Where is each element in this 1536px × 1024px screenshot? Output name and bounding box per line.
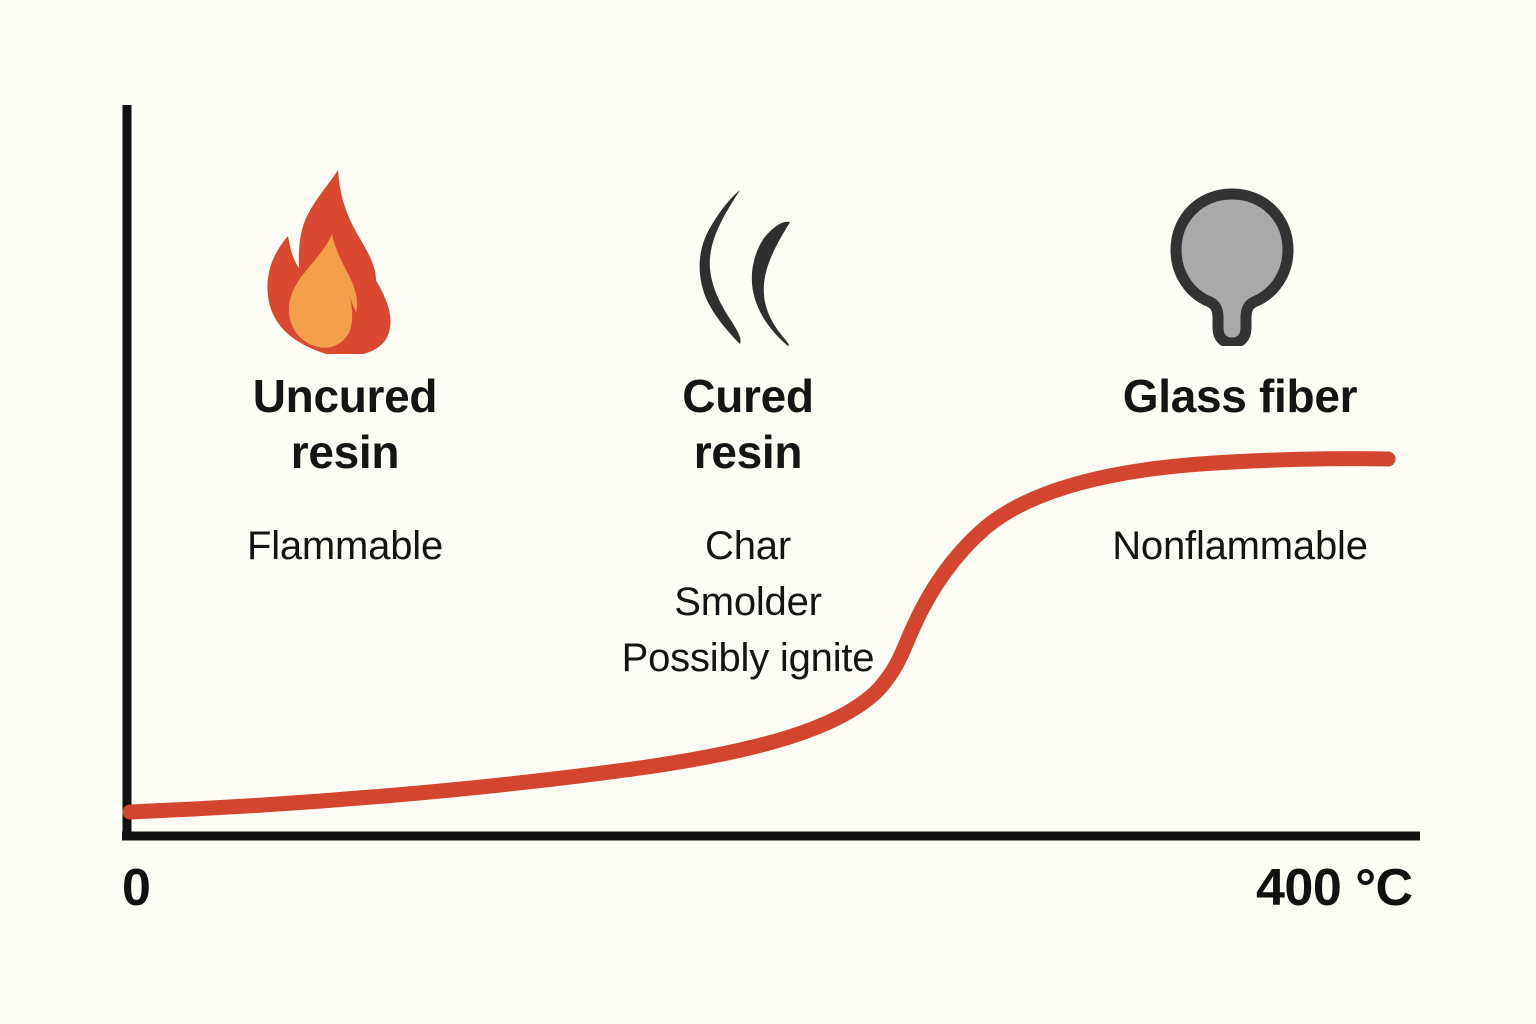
behavior-smolder: Smolder — [674, 580, 822, 624]
glass-bead-icon — [1168, 188, 1296, 349]
zone-uncured-resin: Uncured resin Flammable — [145, 368, 545, 574]
x-axis-min-label: 0 — [122, 859, 151, 917]
zone-glass-title-line1: Glass fiber — [1122, 370, 1358, 422]
zone-uncured-title: Uncured resin — [145, 368, 545, 480]
zone-cured-title-line2: resin — [693, 426, 803, 478]
zone-cured-title-line1: Cured — [682, 370, 814, 422]
zone-uncured-behaviors: Flammable — [145, 518, 545, 574]
x-axis-max-label: 400 °C — [1256, 859, 1413, 917]
zone-cured-title: Cured resin — [548, 368, 948, 480]
zone-uncured-title-line1: Uncured — [252, 370, 438, 422]
zone-cured-resin: Cured resin Char Smolder Possibly ignite — [548, 368, 948, 686]
behavior-nonflammable: Nonflammable — [1112, 524, 1368, 568]
flame-icon — [266, 168, 394, 357]
zone-cured-behaviors: Char Smolder Possibly ignite — [548, 518, 948, 686]
behavior-char: Char — [705, 524, 791, 568]
zone-uncured-title-line2: resin — [290, 426, 400, 478]
thermal-response-curve — [122, 451, 1396, 820]
zone-glass-fiber: Glass fiber Nonflammable — [1040, 368, 1440, 574]
zone-glass-behaviors: Nonflammable — [1040, 518, 1440, 574]
behavior-flammable: Flammable — [246, 524, 444, 568]
zone-glass-title: Glass fiber — [1040, 368, 1440, 424]
smoke-icon — [692, 186, 812, 346]
behavior-possibly-ignite: Possibly ignite — [621, 636, 875, 680]
